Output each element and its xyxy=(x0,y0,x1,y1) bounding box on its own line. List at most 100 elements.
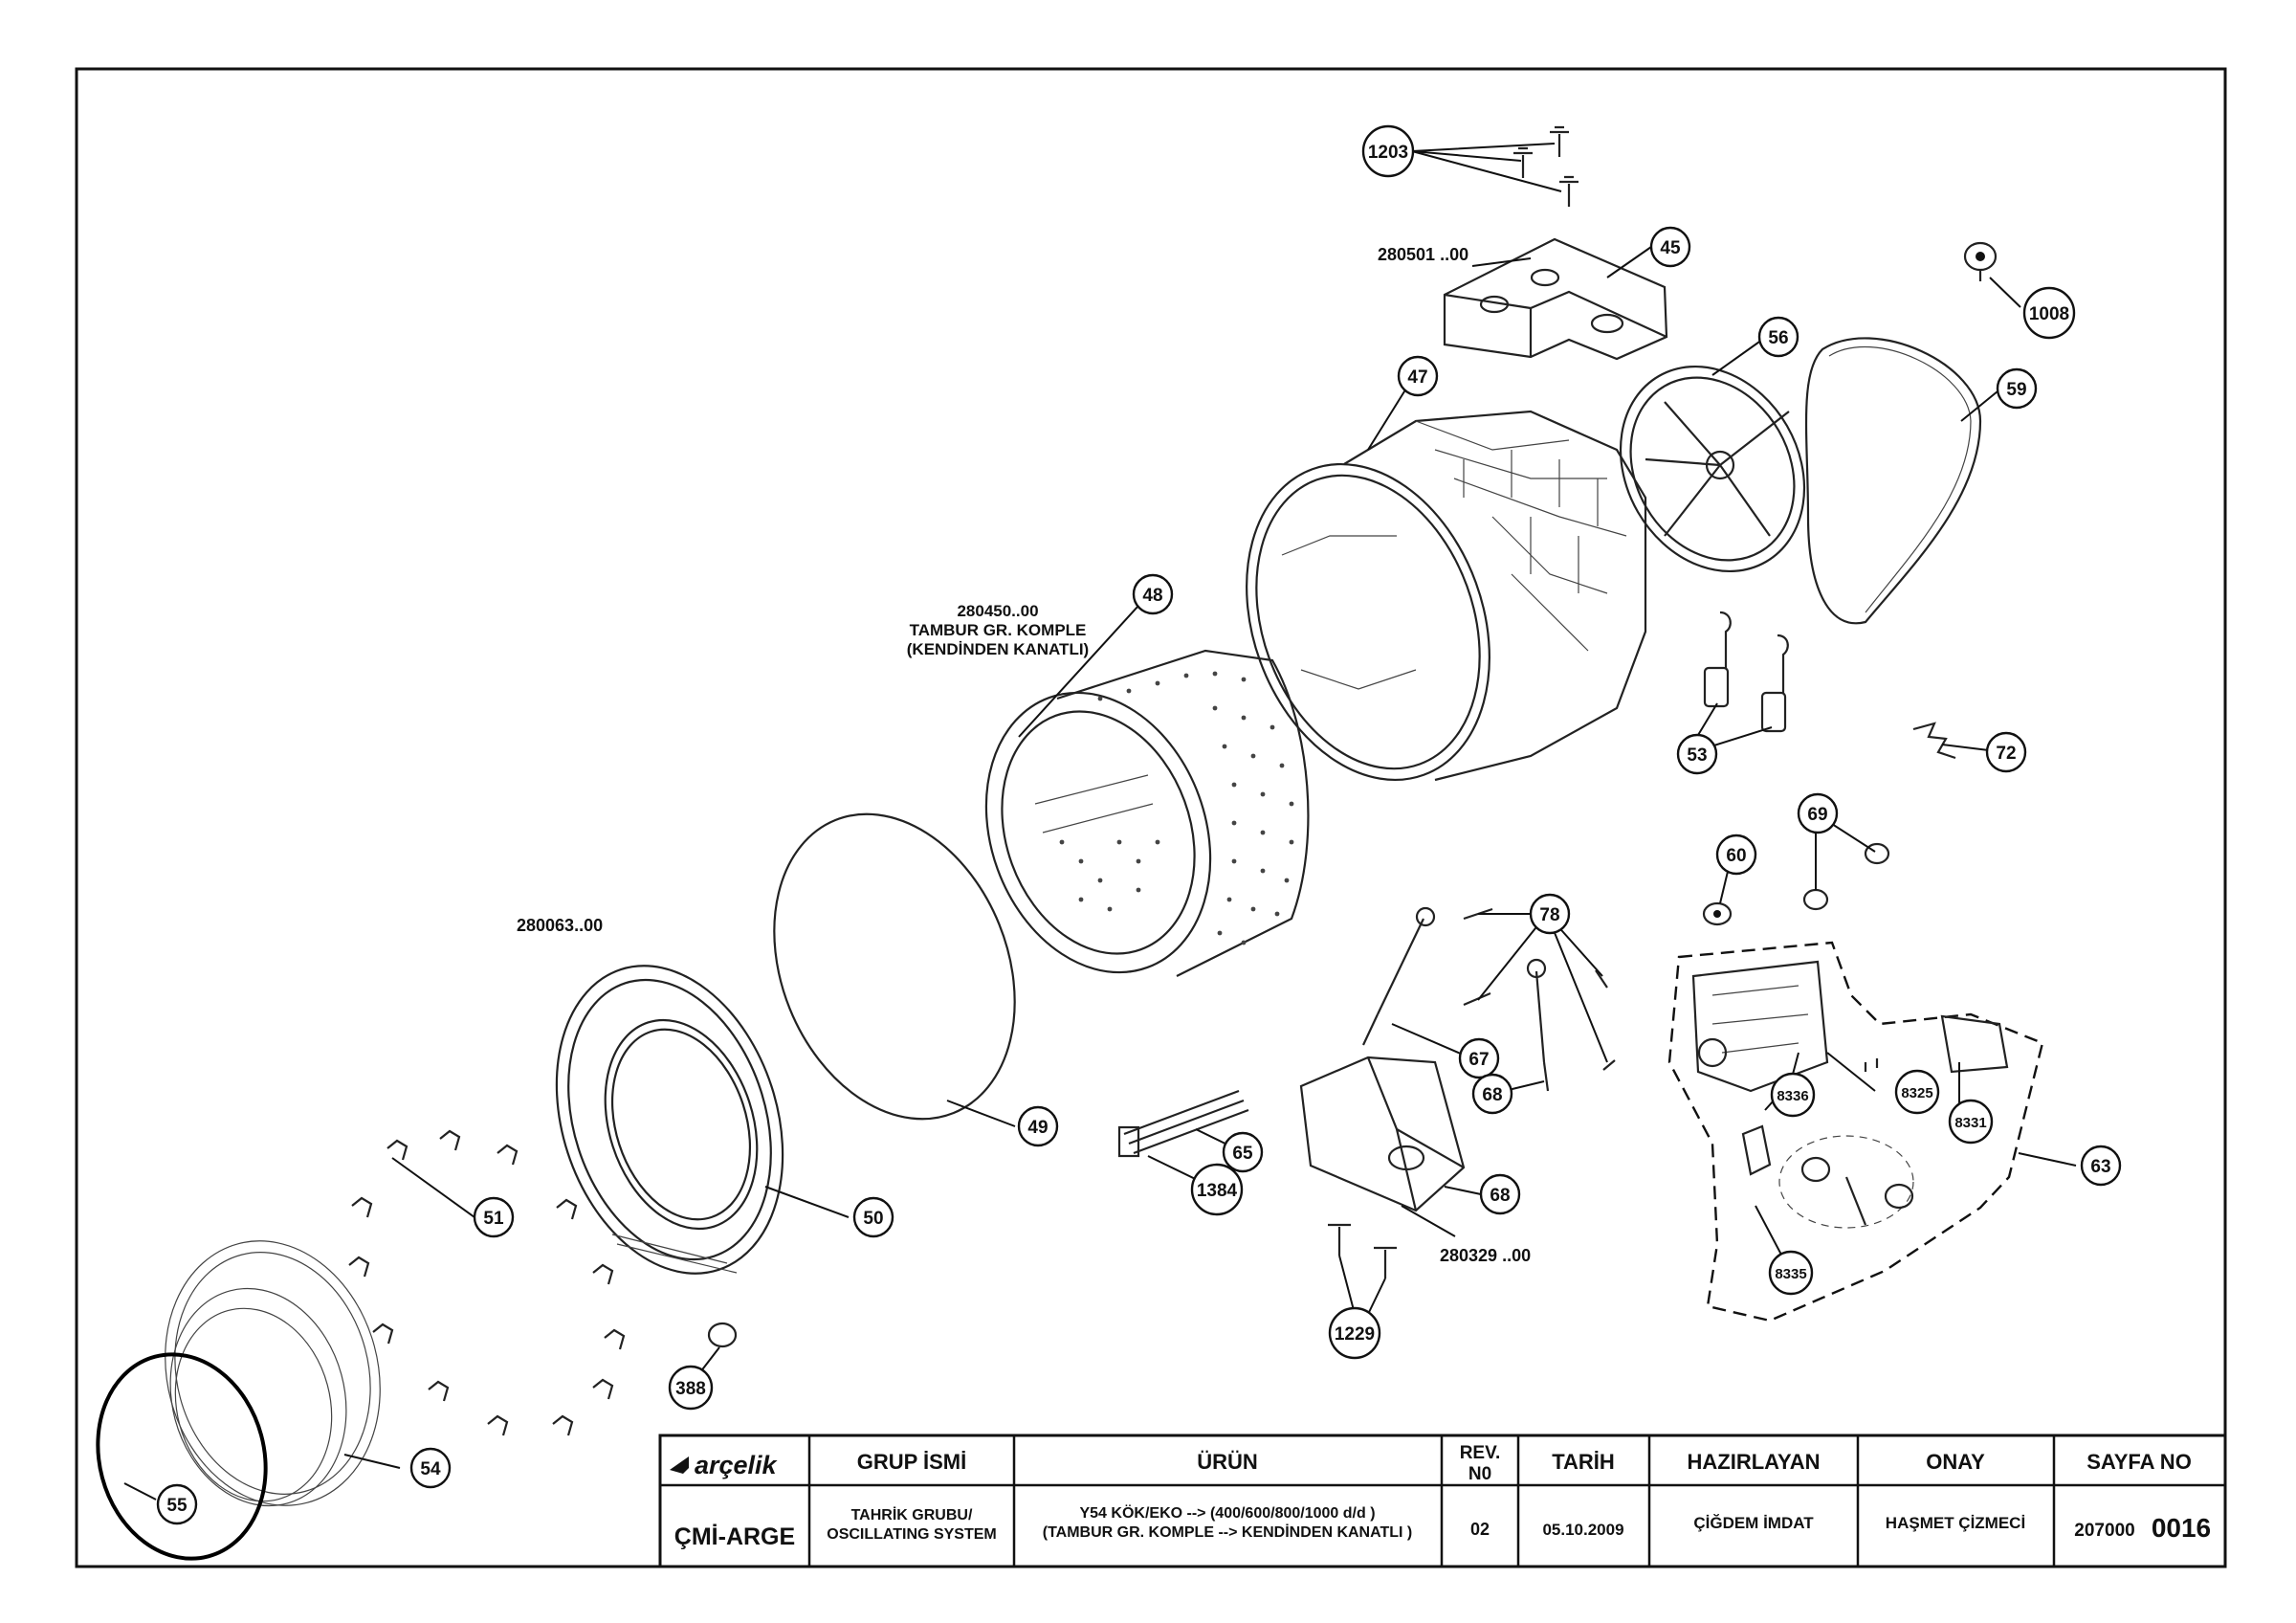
foot-68 xyxy=(1299,1056,1466,1212)
header-group: GRUP İSMİ xyxy=(857,1450,967,1474)
label-tambur-line1: TAMBUR GR. KOMPLE xyxy=(910,621,1087,639)
product-line2: (TAMBUR GR. KOMPLE --> KENDİNDEN KANATLI… xyxy=(1043,1523,1413,1541)
page-suffix: 0016 xyxy=(2152,1513,2211,1543)
callout-56: 56 xyxy=(1757,316,1799,358)
callout-8331: 8331 xyxy=(1948,1099,1994,1145)
callout-388: 388 xyxy=(668,1365,714,1411)
callout-69: 69 xyxy=(1797,792,1839,834)
callout-63: 63 xyxy=(2080,1145,2122,1187)
callout-67: 67 xyxy=(1458,1037,1500,1079)
label-280501: 280501 ..00 xyxy=(1378,245,1468,264)
svg-text:60: 60 xyxy=(1726,846,1746,866)
callout-8335: 8335 xyxy=(1768,1250,1814,1296)
svg-text:63: 63 xyxy=(2090,1157,2110,1177)
svg-text:68: 68 xyxy=(1482,1085,1502,1105)
svg-text:47: 47 xyxy=(1407,367,1427,388)
product-line1: Y54 KÖK/EKO --> (400/600/800/1000 d/d ) xyxy=(1079,1503,1375,1522)
callout-59: 59 xyxy=(1996,367,2038,410)
svg-text:54: 54 xyxy=(420,1459,441,1479)
springs-53 xyxy=(1703,611,1789,733)
heater-65 xyxy=(1117,1089,1249,1158)
svg-text:45: 45 xyxy=(1660,238,1681,258)
belt-59 xyxy=(1804,337,1982,625)
svg-text:65: 65 xyxy=(1232,1144,1253,1164)
label-tambur-line2: (KENDİNDEN KANATLI) xyxy=(907,640,1089,658)
part-60 xyxy=(1702,901,1733,926)
header-prepared: HAZIRLAYAN xyxy=(1688,1450,1821,1474)
group-line1: TAHRİK GRUBU/ xyxy=(851,1506,973,1523)
bellow-54 xyxy=(165,1240,381,1507)
callout-68-damper: 68 xyxy=(1471,1073,1513,1115)
svg-text:48: 48 xyxy=(1142,586,1162,606)
header-rev-line2: N0 xyxy=(1468,1464,1491,1484)
counterweight-45 xyxy=(1443,237,1668,361)
ring-55 xyxy=(96,1352,268,1561)
page-prefix: 207000 xyxy=(2074,1521,2134,1541)
callout-72: 72 xyxy=(1985,731,2027,773)
header-product: ÜRÜN xyxy=(1197,1450,1258,1474)
callout-51: 51 xyxy=(473,1196,515,1238)
callout-8336: 8336 xyxy=(1770,1072,1816,1118)
date-value: 05.10.2009 xyxy=(1542,1521,1623,1539)
svg-text:388: 388 xyxy=(675,1379,706,1399)
clip-72 xyxy=(1912,722,1956,760)
screws-1229 xyxy=(1328,1223,1397,1278)
svg-text:8336: 8336 xyxy=(1777,1088,1808,1104)
bushings-69 xyxy=(1802,842,1890,911)
svg-text:59: 59 xyxy=(2006,380,2026,400)
callout-68-foot: 68 xyxy=(1479,1173,1521,1215)
group-line2: OSCILLATING SYSTEM xyxy=(827,1526,996,1543)
callout-60: 60 xyxy=(1715,834,1757,876)
rev-value: 02 xyxy=(1470,1520,1490,1539)
belt-59-inner xyxy=(1828,345,1972,613)
callout-1384: 1384 xyxy=(1190,1163,1244,1216)
callout-65: 65 xyxy=(1222,1131,1264,1173)
label-280063: 280063..00 xyxy=(517,916,603,935)
label-280450: 280450..00 xyxy=(957,602,1038,620)
svg-text:72: 72 xyxy=(1996,744,2016,764)
svg-text:67: 67 xyxy=(1468,1050,1489,1070)
sheet-frame xyxy=(75,67,2227,1568)
department: ÇMİ-ARGE xyxy=(674,1523,795,1550)
callout-53: 53 xyxy=(1676,733,1718,775)
svg-text:69: 69 xyxy=(1807,805,1827,825)
label-280329: 280329 ..00 xyxy=(1440,1246,1531,1265)
title-block: arçelik GRUP İSMİ ÜRÜN REV. N0 TARİH HAZ… xyxy=(658,1434,2227,1568)
callout-78: 78 xyxy=(1529,893,1571,935)
svg-text:1229: 1229 xyxy=(1335,1324,1375,1345)
svg-text:1384: 1384 xyxy=(1197,1181,1238,1201)
callout-45: 45 xyxy=(1649,226,1691,268)
callout-1008: 1008 xyxy=(2022,286,2076,340)
svg-text:53: 53 xyxy=(1687,745,1707,766)
clips-51 xyxy=(348,1129,626,1436)
gasket-49 xyxy=(773,812,1016,1121)
header-page: SAYFA NO xyxy=(2086,1450,2192,1474)
svg-text:50: 50 xyxy=(863,1209,883,1229)
damper-68 xyxy=(1526,958,1550,1092)
motor-assembly-63 xyxy=(1667,941,2044,1323)
callout-48: 48 xyxy=(1132,573,1174,615)
svg-text:8335: 8335 xyxy=(1775,1266,1806,1282)
callout-50: 50 xyxy=(852,1196,894,1238)
damper-67 xyxy=(1362,906,1436,1046)
svg-text:78: 78 xyxy=(1539,905,1559,925)
tub-47 xyxy=(1246,410,1647,782)
svg-text:55: 55 xyxy=(166,1496,188,1516)
svg-text:1203: 1203 xyxy=(1368,143,1408,163)
brand-logo-icon xyxy=(670,1456,689,1474)
svg-text:68: 68 xyxy=(1490,1186,1510,1206)
callout-47: 47 xyxy=(1397,355,1439,397)
callout-1229: 1229 xyxy=(1328,1306,1381,1360)
part-1008 xyxy=(1963,241,1998,281)
brand-name: arçelik xyxy=(695,1451,779,1479)
drum-48 xyxy=(984,649,1310,977)
callout-55: 55 xyxy=(156,1483,198,1525)
screws-1203 xyxy=(1513,125,1578,207)
svg-text:8331: 8331 xyxy=(1954,1115,1986,1131)
header-rev-line1: REV. xyxy=(1460,1443,1501,1463)
svg-text:8325: 8325 xyxy=(1901,1085,1932,1101)
prepared-by: ÇİĞDEM İMDAT xyxy=(1693,1514,1814,1532)
callout-54: 54 xyxy=(409,1447,452,1489)
callout-49: 49 xyxy=(1017,1105,1059,1147)
